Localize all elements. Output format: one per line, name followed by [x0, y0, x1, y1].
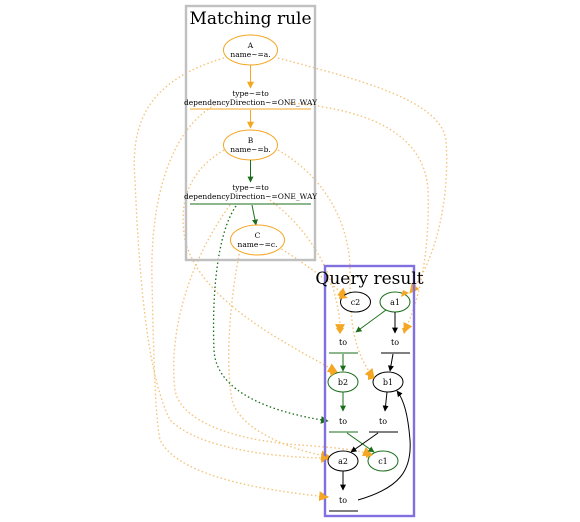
query-edge-to-right-top-b1 — [387, 353, 394, 372]
query-node-c1[interactable]: c1 — [367, 450, 399, 472]
match-node-c[interactable]: C name~=c. — [230, 224, 285, 256]
query-edge-b1-to-right-mid — [382, 391, 389, 412]
query-result-cluster: Query result c2 a1 to to — [315, 264, 424, 518]
query-relation-left-mid-label: to — [339, 417, 347, 426]
match-node-b-label: B — [248, 136, 254, 145]
query-relation-left-mid[interactable]: to — [329, 417, 358, 433]
query-relation-right-top-label: to — [391, 338, 399, 347]
arrowhead-to-to-bottom — [322, 494, 329, 500]
matching-rule-title: Matching rule — [189, 9, 311, 29]
query-node-c1-label: c1 — [378, 457, 388, 466]
query-node-b2-label: b2 — [338, 378, 348, 387]
query-relation-bottom-label: to — [339, 496, 347, 505]
arrowhead-to-c2 — [339, 292, 348, 299]
query-node-a1[interactable]: a1 — [379, 291, 411, 313]
match-relation-1[interactable]: type~=to dependencyDirection~=ONE_WAY — [184, 89, 318, 110]
arrowhead-to-a2 — [322, 455, 329, 461]
query-relation-right-mid-label: to — [379, 417, 387, 426]
query-edge-a1-to-left-top — [355, 309, 387, 333]
arrowhead-to-to-left-top — [336, 328, 344, 334]
arrowhead-to-b1 — [368, 374, 375, 380]
mapping-edge-a-to-a2 — [133, 57, 331, 463]
query-edge-to-right-mid-a2 — [350, 432, 379, 453]
mapping-edge-rel1-to-to-bottom — [151, 104, 329, 501]
query-edge-to-left-mid-c1 — [346, 432, 375, 453]
query-edge-to-bottom-b1 — [357, 390, 411, 501]
match-mapping-edges — [133, 57, 448, 501]
mapping-edge-a-to-a1 — [277, 57, 448, 294]
match-node-b-condition: name~=b. — [230, 145, 271, 154]
arrowhead-to-a1 — [401, 290, 409, 297]
match-node-c-condition: name~=c. — [237, 240, 277, 249]
query-node-a2[interactable]: a2 — [327, 450, 359, 472]
query-result-frame — [323, 264, 416, 518]
mapping-arrowheads — [322, 290, 409, 500]
query-result-title: Query result — [315, 269, 423, 289]
query-node-b1[interactable]: b1 — [372, 371, 404, 393]
match-relation-2-direction: dependencyDirection~=ONE_WAY — [184, 192, 318, 201]
query-node-c2[interactable]: c2 — [340, 291, 371, 313]
query-node-b1-label: b1 — [383, 378, 393, 387]
arrowhead-to-c1 — [366, 451, 373, 458]
query-node-a1-label: a1 — [390, 298, 400, 307]
match-relation-1-direction: dependencyDirection~=ONE_WAY — [184, 98, 318, 107]
query-node-a2-label: a2 — [338, 457, 348, 466]
match-relation-2[interactable]: type~=to dependencyDirection~=ONE_WAY — [184, 183, 318, 205]
match-edge-rel2-c — [251, 204, 258, 226]
arrowhead-to-to-right-top — [402, 328, 409, 334]
query-relation-left-top-label: to — [339, 338, 347, 347]
match-node-a-label: A — [247, 41, 254, 50]
query-relation-right-mid[interactable]: to — [369, 417, 398, 433]
match-relation-1-type: type~=to — [232, 89, 269, 98]
match-node-c-label: C — [255, 231, 261, 240]
matching-rule-cluster: Matching rule A name~=a. type~=to depend… — [184, 4, 318, 262]
match-relation-2-type: type~=to — [232, 183, 269, 192]
arrowhead-to-b2 — [329, 370, 337, 376]
matching-rule-frame — [184, 4, 317, 262]
query-relation-left-top[interactable]: to — [329, 338, 358, 354]
match-node-a-condition: name~=a. — [230, 50, 270, 59]
query-relation-right-top[interactable]: to — [381, 338, 410, 354]
query-relation-bottom[interactable]: to — [329, 496, 358, 512]
mapping-edge-c-to-a2 — [228, 249, 331, 461]
match-node-b[interactable]: B name~=b. — [223, 129, 278, 161]
query-node-c2-label: c2 — [351, 298, 361, 307]
match-node-a[interactable]: A name~=a. — [223, 34, 278, 66]
